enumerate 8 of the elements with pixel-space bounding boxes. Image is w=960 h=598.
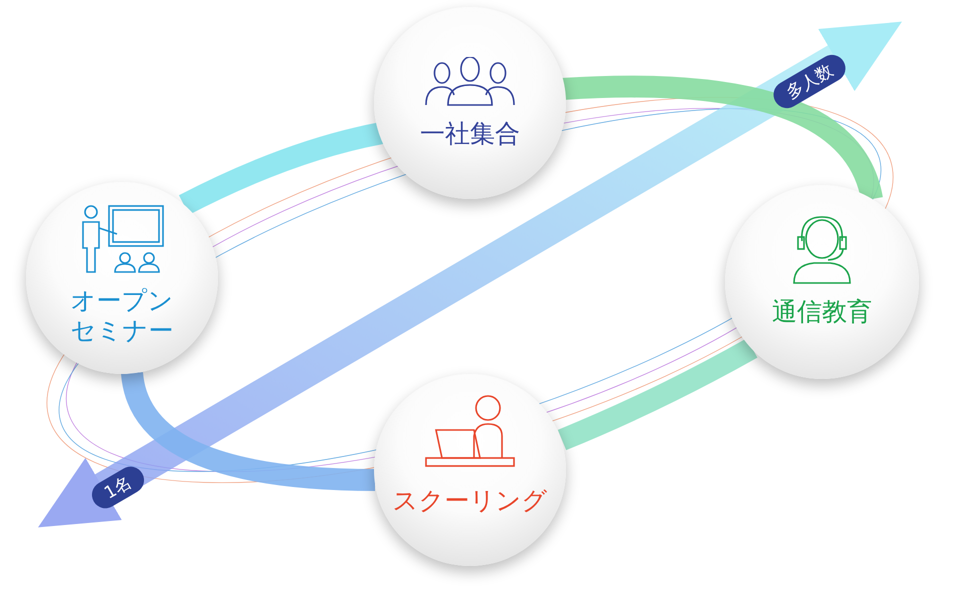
connector-band xyxy=(179,122,384,215)
node-label: スクーリング xyxy=(392,486,548,516)
node-label: オープンセミナー xyxy=(70,286,174,346)
node-label: 通信教育 xyxy=(771,297,873,327)
connector-band xyxy=(121,371,376,491)
connector-band xyxy=(561,76,883,202)
node-label: 一社集合 xyxy=(419,119,521,149)
connector-band xyxy=(558,338,758,450)
